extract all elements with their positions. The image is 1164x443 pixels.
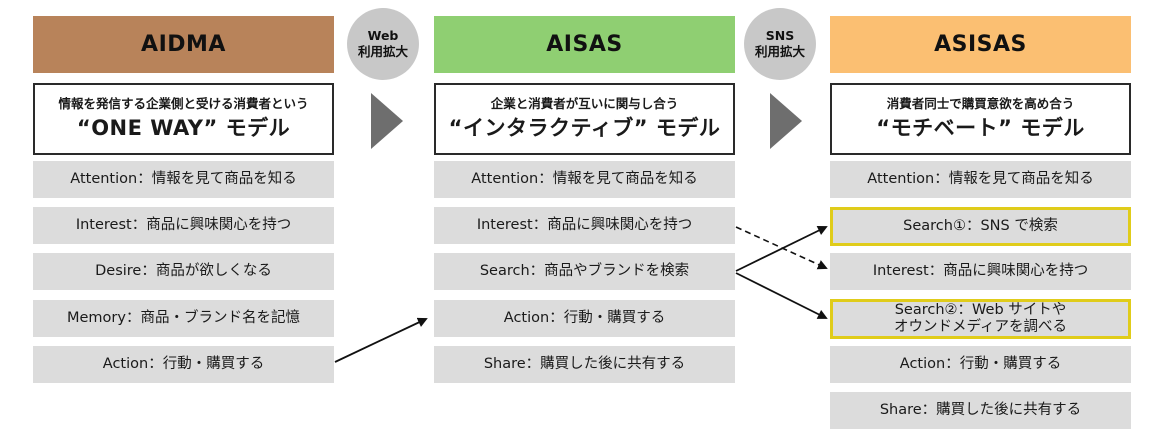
model-description-aisas: 企業と消費者が互いに関与し合う “インタラクティブ” モデル (434, 83, 735, 155)
model-column-aisas: AISAS 企業と消費者が互いに関与し合う “インタラクティブ” モデル Att… (434, 16, 735, 383)
arrow-search-to-search-web (735, 272, 828, 319)
step-search-web-line2: オウンドメディアを調べる (894, 319, 1067, 335)
connector-sns-expansion: SNS 利用拡大 (744, 8, 816, 80)
model-header-aidma: AIDMA (33, 16, 334, 73)
step-attention: Attention：情報を見て商品を知る (33, 161, 334, 198)
step-action: Action：行動・購買する (830, 346, 1131, 383)
step-interest: Interest：商品に興味関心を持つ (33, 207, 334, 244)
connector-label-line2: 利用拡大 (357, 44, 408, 59)
model-header-aisas: AISAS (434, 16, 735, 73)
arrow-search-to-search-sns (735, 226, 828, 272)
step-attention: Attention：情報を見て商品を知る (830, 161, 1131, 198)
step-search-web-line1: Search②：Web サイトや (894, 302, 1067, 318)
model-subtitle: 企業と消費者が互いに関与し合う (490, 96, 679, 111)
step-memory: Memory：商品・ブランド名を記憶 (33, 300, 334, 337)
step-attention: Attention：情報を見て商品を知る (434, 161, 735, 198)
model-title: “インタラクティブ” モデル (448, 116, 721, 140)
model-description-asisas: 消費者同士で購買意欲を高め合う “モチベート” モデル (830, 83, 1131, 155)
step-desire: Desire：商品が欲しくなる (33, 253, 334, 290)
model-subtitle: 情報を発信する企業側と受ける消費者という (58, 96, 309, 111)
step-interest: Interest：商品に興味関心を持つ (434, 207, 735, 244)
connector-web-expansion: Web 利用拡大 (347, 8, 419, 80)
connector-label-line1: Web (367, 28, 399, 43)
model-description-aidma: 情報を発信する企業側と受ける消費者という “ONE WAY” モデル (33, 83, 334, 155)
step-share: Share：購買した後に共有する (434, 346, 735, 383)
step-search: Search：商品やブランドを検索 (434, 253, 735, 290)
model-subtitle: 消費者同士で購買意欲を高め合う (886, 96, 1075, 111)
model-title: “モチベート” モデル (876, 116, 1085, 140)
chevron-right-icon (371, 93, 403, 149)
connector-label-line2: 利用拡大 (754, 44, 805, 59)
step-search-sns: Search①：SNS で検索 (830, 207, 1131, 246)
step-action: Action：行動・購買する (434, 300, 735, 337)
step-search-web: Search②：Web サイトや オウンドメディアを調べる (830, 299, 1131, 339)
model-column-aidma: AIDMA 情報を発信する企業側と受ける消費者という “ONE WAY” モデル… (33, 16, 334, 383)
chevron-right-icon (770, 93, 802, 149)
model-header-asisas: ASISAS (830, 16, 1131, 73)
arrow-interest-to-interest (735, 226, 828, 270)
step-action: Action：行動・購買する (33, 346, 334, 383)
model-title: “ONE WAY” モデル (76, 116, 291, 140)
model-column-asisas: ASISAS 消費者同士で購買意欲を高め合う “モチベート” モデル Atten… (830, 16, 1131, 429)
step-interest: Interest：商品に興味関心を持つ (830, 253, 1131, 290)
step-share: Share：購買した後に共有する (830, 392, 1131, 429)
arrow-action-to-action (334, 317, 428, 363)
connector-label-line1: SNS (765, 28, 795, 43)
